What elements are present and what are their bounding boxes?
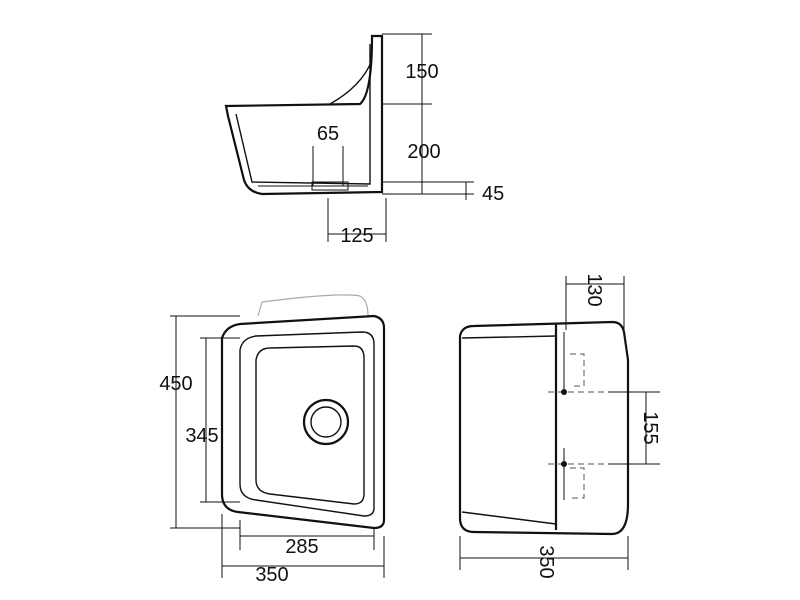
dim-345-label: 345 (185, 425, 218, 447)
back-view-body (458, 320, 630, 536)
back-view-top-band (461, 335, 557, 339)
dim-150-label: 150 (405, 61, 438, 83)
dim-285-label: 285 (285, 536, 318, 558)
side-view-inner-wall (235, 44, 371, 185)
top-view-waste-inner (310, 406, 342, 438)
back-view-bracket-upper (570, 353, 585, 387)
top-view-outer-rim (220, 314, 386, 530)
dim-450-label: 450 (159, 373, 192, 395)
dim-45-label: 45 (482, 183, 504, 205)
dim-130-label: 130 (583, 273, 605, 306)
top-view-bowl (255, 345, 365, 505)
dim-350b-label: 350 (535, 545, 557, 578)
top-view-waste-outer (302, 398, 350, 446)
side-view-waste-outlet (311, 181, 349, 191)
top-view: 450 345 285 350 (159, 294, 386, 586)
side-view-body-outline (224, 34, 384, 196)
side-view: 65 125 150 200 45 (224, 33, 504, 247)
dim-200-label: 200 (407, 141, 440, 163)
dim-155-label: 155 (639, 411, 661, 444)
side-view-upstand-curve (329, 59, 373, 105)
dim-350-label: 350 (255, 564, 288, 586)
back-view-bottom-band (461, 511, 557, 525)
top-view-inner-rim (239, 331, 375, 517)
back-view: 130 155 350 (458, 273, 661, 579)
dim-125-label: 125 (340, 225, 373, 247)
top-view-upstand-ghost (257, 294, 369, 317)
back-view-bracket-lower (570, 467, 585, 499)
dim-65-label: 65 (317, 123, 339, 145)
